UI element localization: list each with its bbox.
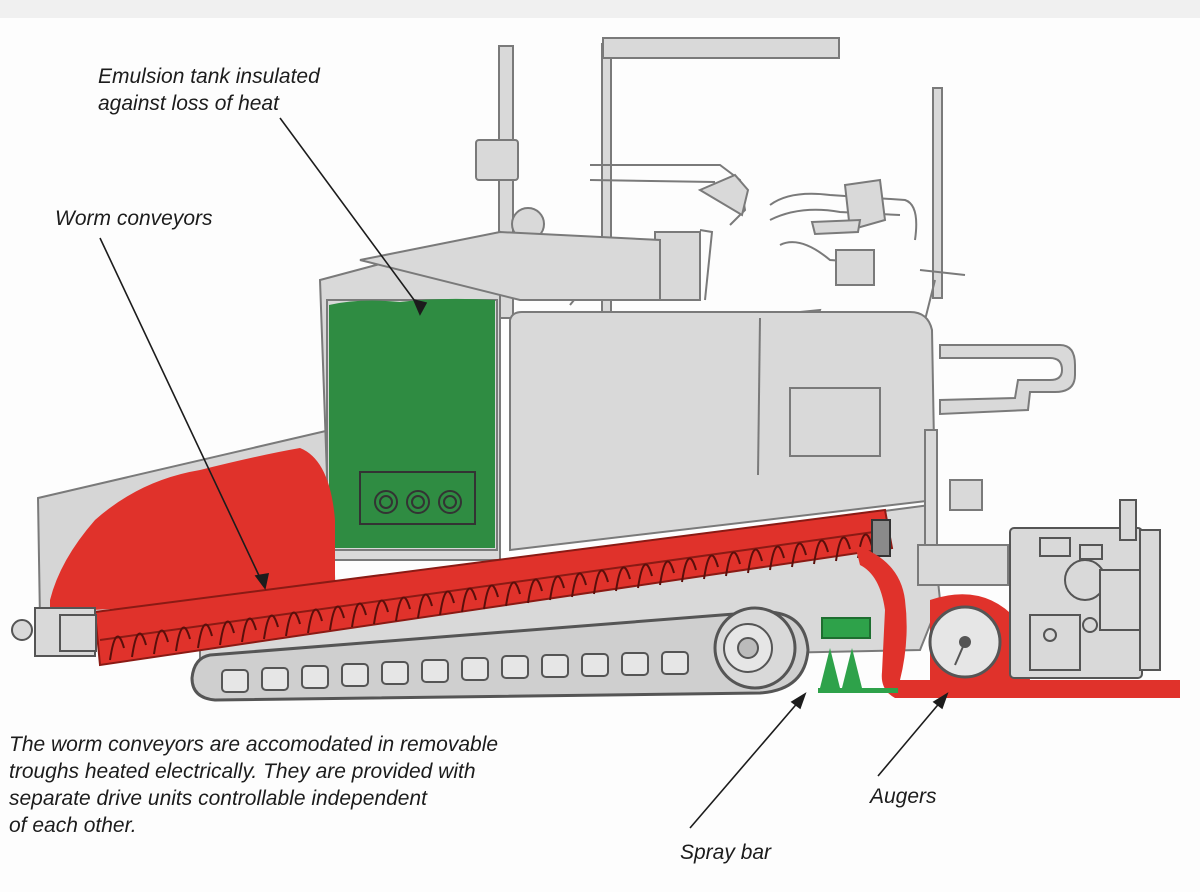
auger-wheel: [928, 605, 1002, 679]
leader-worm: [99, 237, 263, 583]
emulsion-tank-label: Emulsion tank insulated against loss of …: [98, 65, 320, 115]
leader-augers: [877, 699, 943, 777]
leader-emulsion: [279, 117, 421, 309]
augers-label: Augers: [870, 785, 937, 808]
spray-bar-label: Spray bar: [680, 841, 772, 864]
body-divider: [757, 317, 761, 476]
rear-handle: [939, 344, 1076, 416]
crawler-track: [190, 606, 810, 702]
screed-unit: [1009, 499, 1161, 679]
hopper-material: [50, 448, 335, 612]
leader-spray: [689, 699, 801, 829]
rear-frame: [917, 429, 1009, 586]
spray-bar: [818, 617, 898, 693]
tank-gauges: [374, 490, 462, 514]
description-caption: The worm conveyors are accomodated in re…: [9, 733, 499, 837]
worm-conveyor: [93, 508, 894, 667]
auger-material: [855, 545, 1180, 698]
leader-lines: [99, 117, 949, 829]
housing-top: [359, 230, 661, 301]
tank-control-panel: [359, 471, 476, 525]
main-body: [509, 311, 937, 552]
top-strip: [0, 0, 1200, 18]
worm-conveyors-label: Worm conveyors: [55, 207, 213, 230]
body-panel: [789, 387, 881, 457]
front-hitch: [11, 607, 97, 657]
